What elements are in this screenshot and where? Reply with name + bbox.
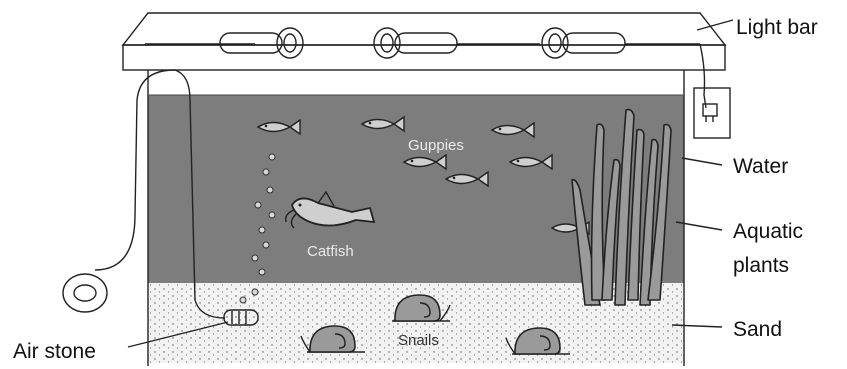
light-bar	[123, 13, 725, 70]
label-light-bar: Light bar	[736, 16, 818, 39]
air-pump-icon	[63, 274, 107, 312]
electrical-outlet-icon	[694, 88, 730, 138]
light-bulb-icon	[542, 28, 700, 58]
label-water: Water	[733, 155, 788, 178]
light-bulb-icon	[374, 28, 540, 58]
label-aquatic-plants-line2: plants	[733, 254, 789, 277]
label-sand: Sand	[733, 318, 782, 341]
label-catfish: Catfish	[307, 243, 354, 260]
label-aquatic-plants-line1: Aquatic	[733, 220, 803, 243]
label-snails: Snails	[398, 332, 439, 349]
label-air-stone: Air stone	[13, 340, 96, 363]
light-bulb-icon	[145, 28, 303, 58]
label-guppies: Guppies	[408, 137, 464, 154]
